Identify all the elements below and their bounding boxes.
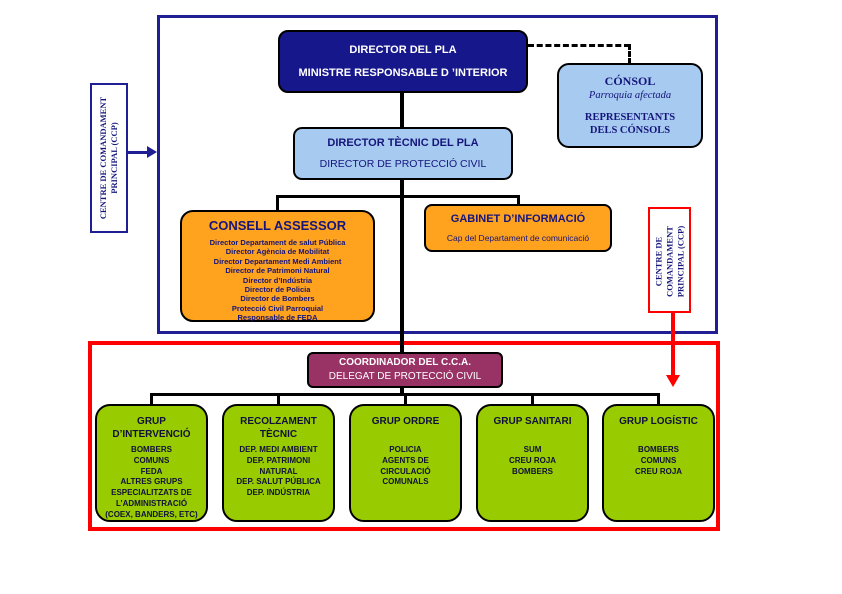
member-line: NATURAL xyxy=(259,466,298,476)
consell-assessor-box: CONSELL ASSESSOR Director Departament de… xyxy=(180,210,375,322)
ccp-right-box: CENTRE DE COMANDAMENT PRINCIPAL (CCP) xyxy=(648,207,691,313)
ccp-left-arrow-head-icon xyxy=(147,146,157,158)
member-line: Director Departament de salut Pública xyxy=(209,238,346,247)
member-line: DEP. SALUT PÚBLICA xyxy=(236,477,321,487)
connector-stub-gabinet xyxy=(517,195,520,204)
member-line: ESPECIALITZATS DE xyxy=(111,488,192,498)
member-line: CIRCULACIÓ xyxy=(380,466,431,476)
member-line: DEP. MEDI AMBIENT xyxy=(239,445,318,454)
connector-stub-consell xyxy=(276,195,279,210)
member-line: Director d’Indústria xyxy=(242,275,313,285)
consol-title: CÓNSOL xyxy=(604,73,656,88)
member-line: (COEX, BANDERS, ETC) xyxy=(105,509,198,519)
director-tecnic-subtitle: DIRECTOR DE PROTECCIÓ CIVIL xyxy=(319,157,487,170)
member-line: Protecció Civil Parroquial xyxy=(231,303,324,313)
lower-groups-frame xyxy=(88,341,720,531)
connector-stub-group-4 xyxy=(531,393,534,404)
grup-logistic-title: GRUP LOGÍSTIC xyxy=(619,416,698,427)
member-line: ALTRES GRUPS xyxy=(120,477,183,487)
grup-ordre-title: GRUP ORDRE xyxy=(371,416,440,427)
member-line: COMUNS xyxy=(640,455,677,465)
recolzament-tecnic-title: RECOLZAMENT TÈCNIC xyxy=(240,416,317,440)
member-line: DEP. INDÚSTRIA xyxy=(246,488,311,498)
coordinador-subtitle: DELEGAT DE PROTECCIÓ CIVIL xyxy=(328,371,482,382)
director-tecnic-box: DIRECTOR TÈCNIC DEL PLA DIRECTOR DE PROT… xyxy=(293,127,513,180)
ccp-left-box: CENTRE DE COMANDAMENT PRINCIPAL (CCP) xyxy=(90,83,128,233)
ccp-right-arrow-line xyxy=(671,313,675,376)
gabinet-informacio-title: GABINET D’INFORMACIÓ xyxy=(450,213,586,226)
connector-pla-tecnic xyxy=(400,93,404,127)
director-del-pla-subtitle: MINISTRE RESPONSABLE D ’INTERIOR xyxy=(298,67,508,80)
member-line: DEP. PATRIMONI xyxy=(246,455,311,465)
member-line: Director Agència de Mobilitat xyxy=(225,247,330,257)
member-line: Director de Bombers xyxy=(240,294,315,304)
member-line: BOMBERS xyxy=(512,466,553,476)
grup-sanitari-title: GRUP SANITARI xyxy=(493,416,572,427)
director-del-pla-title: DIRECTOR DEL PLA xyxy=(349,43,457,56)
connector-stub-group-1 xyxy=(150,393,153,404)
ccp-right-label: CENTRE DE COMANDAMENT PRINCIPAL (CCP) xyxy=(652,225,686,297)
member-line: CREU ROJA xyxy=(634,466,683,476)
member-line: CREU ROJA xyxy=(508,455,557,465)
member-line: COMUNALS xyxy=(382,477,429,487)
consol-subtitle: Parroquia afectada xyxy=(588,89,672,101)
gabinet-informacio-box: GABINET D’INFORMACIÓ Cap del Departament… xyxy=(424,204,612,252)
ccp-right-arrow-head-icon xyxy=(666,375,680,387)
grup-intervencio-title: GRUP D’INTERVENCIÓ xyxy=(112,416,191,440)
director-del-pla-box: DIRECTOR DEL PLA MINISTRE RESPONSABLE D … xyxy=(278,30,528,93)
connector-stub-coordinador xyxy=(400,388,404,396)
coordinador-title: COORDINADOR DEL C.C.A. xyxy=(338,357,472,368)
member-line: AGENTS DE xyxy=(382,455,429,465)
upper-command-frame xyxy=(157,15,718,334)
dotted-connector-vertical xyxy=(628,44,631,64)
director-tecnic-title: DIRECTOR TÈCNIC DEL PLA xyxy=(327,137,479,150)
connector-stub-group-2 xyxy=(277,393,280,404)
member-line: Director de Policia xyxy=(244,284,311,294)
member-line: L’ADMINISTRACIÓ xyxy=(115,498,188,508)
member-line: Director Departament Medi Ambient xyxy=(213,256,342,266)
gabinet-informacio-subtitle: Cap del Departament de comunicació xyxy=(446,232,590,243)
connector-branch-horizontal xyxy=(276,195,520,198)
ccp-left-label: CENTRE DE COMANDAMENT PRINCIPAL (CCP) xyxy=(97,96,119,220)
consol-body-line2: DELS CÓNSOLS xyxy=(589,125,671,137)
member-line: SUM xyxy=(523,445,542,454)
consol-box: CÓNSOL Parroquia afectada REPRESENTANTS … xyxy=(557,63,703,148)
coordinador-box: COORDINADOR DEL C.C.A. DELEGAT DE PROTEC… xyxy=(307,352,503,388)
member-line: Director de Patrimoni Natural xyxy=(225,266,330,276)
dotted-connector-horizontal xyxy=(528,44,630,47)
consell-assessor-title: CONSELL ASSESSOR xyxy=(208,218,347,233)
member-line: BOMBERS xyxy=(638,445,679,454)
connector-tecnic-coordinador xyxy=(400,180,404,352)
consol-body-line1: REPRESENTANTS xyxy=(584,111,676,123)
member-line: POLICIA xyxy=(389,445,422,454)
member-line: BOMBERS xyxy=(131,445,172,454)
connector-stub-group-5 xyxy=(657,393,660,404)
member-line: FEDA xyxy=(140,466,163,476)
member-line: Responsable de FEDA xyxy=(237,313,318,322)
ccp-left-arrow-line xyxy=(127,151,149,154)
member-line: COMUNS xyxy=(133,455,170,465)
connector-stub-group-3 xyxy=(404,393,407,404)
